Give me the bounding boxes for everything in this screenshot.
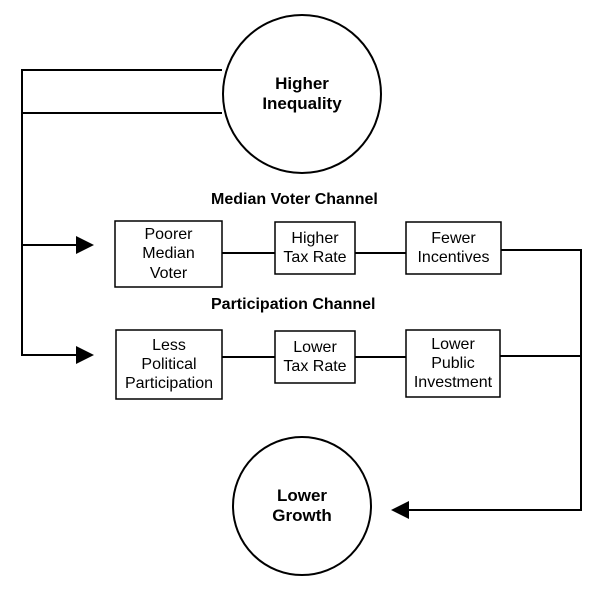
lower-growth-circle xyxy=(232,436,372,576)
higher-tax-rate-box xyxy=(274,221,356,275)
poorer-median-voter-box xyxy=(114,220,223,288)
fewer-incentives-box xyxy=(405,221,502,275)
arrow-to-poorer-median-voter xyxy=(76,236,94,254)
less-political-participation-box xyxy=(115,329,223,400)
higher-inequality-circle xyxy=(222,14,382,174)
participation-channel-heading: Participation Channel xyxy=(211,296,376,313)
lower-public-investment-box xyxy=(405,329,501,398)
arrow-to-lower-growth xyxy=(391,501,409,519)
arrow-to-less-political-participation xyxy=(76,346,94,364)
inequality-connectors xyxy=(21,69,222,364)
median-voter-channel-heading: Median Voter Channel xyxy=(211,191,378,208)
growth-connectors xyxy=(391,249,582,519)
participation-links xyxy=(222,355,581,358)
median-voter-links xyxy=(222,249,581,254)
lower-tax-rate-box xyxy=(274,330,356,384)
